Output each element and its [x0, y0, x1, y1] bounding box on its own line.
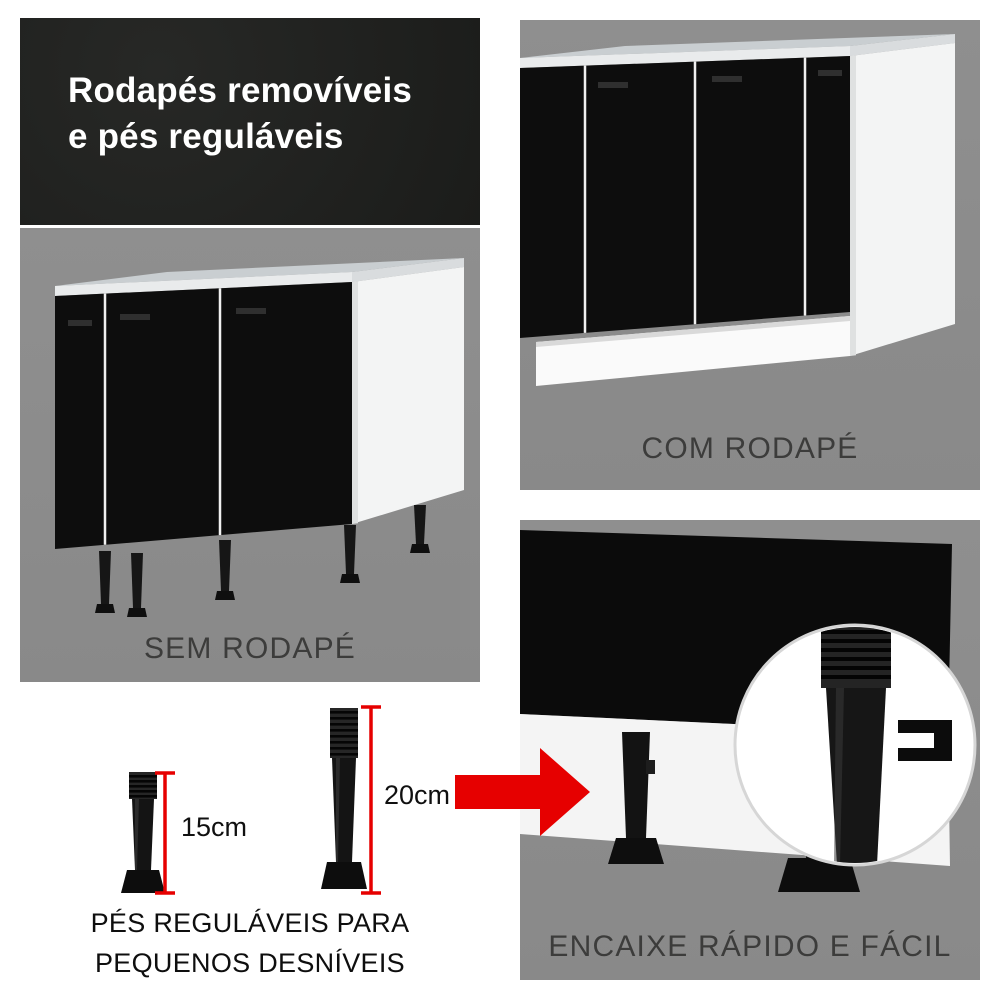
cabinet-leg	[608, 732, 664, 864]
countertop	[55, 258, 464, 296]
cabinet-legs	[95, 505, 430, 617]
header-title: Rodapés removíveis e pés reguláveis	[20, 18, 480, 160]
small-foot-height-label: 15cm	[181, 812, 248, 842]
panel-encaixe: ENCAIXE RÁPIDO E FÁCIL	[520, 520, 980, 980]
adjustable-feet-section: 15cm 20cm PÉS REGULÁVEIS PARA PEQUENOS D…	[20, 690, 500, 1000]
sem-rodape-label: SEM RODAPÉ	[143, 632, 357, 665]
header-banner: Rodapés removíveis e pés reguláveis	[20, 18, 480, 225]
feet-caption-line2: PEQUENOS DESNÍVEIS	[95, 948, 405, 978]
cabinet-side-panel	[850, 43, 955, 357]
leg-clip-icon	[898, 720, 952, 761]
leg-attachment-illustration	[520, 530, 977, 892]
door-handle-icon	[68, 320, 92, 326]
feet-caption-line1: PÉS REGULÁVEIS PARA	[90, 908, 410, 938]
com-rodape-label: COM RODAPÉ	[641, 432, 859, 465]
cabinet-side-panel	[352, 267, 464, 524]
feet-caption: PÉS REGULÁVEIS PARA PEQUENOS DESNÍVEIS	[20, 903, 480, 983]
cabinet-with-plinth-illustration	[520, 34, 955, 386]
small-foot-illustration	[121, 772, 165, 893]
panel-sem-rodape: SEM RODAPÉ	[20, 228, 480, 682]
door-handle-icon	[598, 82, 628, 88]
plinth-rodape	[536, 316, 850, 386]
countertop	[520, 34, 955, 68]
door-handle-icon	[818, 70, 842, 76]
header-title-line1: Rodapés removíveis	[68, 71, 413, 110]
large-foot-measure-line	[361, 705, 381, 895]
small-foot-measure-line	[155, 771, 175, 895]
large-foot-illustration	[321, 708, 367, 889]
magnifier-circle	[733, 623, 977, 867]
large-foot-height-label: 20cm	[384, 780, 451, 810]
cabinet-no-plinth-illustration	[55, 258, 464, 617]
door-handle-icon	[236, 308, 266, 314]
cabinet-doors	[520, 56, 850, 338]
cabinet-doors	[55, 282, 352, 549]
door-handle-icon	[120, 314, 150, 320]
door-handle-icon	[712, 76, 742, 82]
panel-com-rodape: COM RODAPÉ	[520, 20, 980, 490]
header-title-line2: e pés reguláveis	[68, 117, 344, 157]
encaixe-label: ENCAIXE RÁPIDO E FÁCIL	[548, 930, 952, 963]
arrow-right-icon	[455, 748, 590, 836]
